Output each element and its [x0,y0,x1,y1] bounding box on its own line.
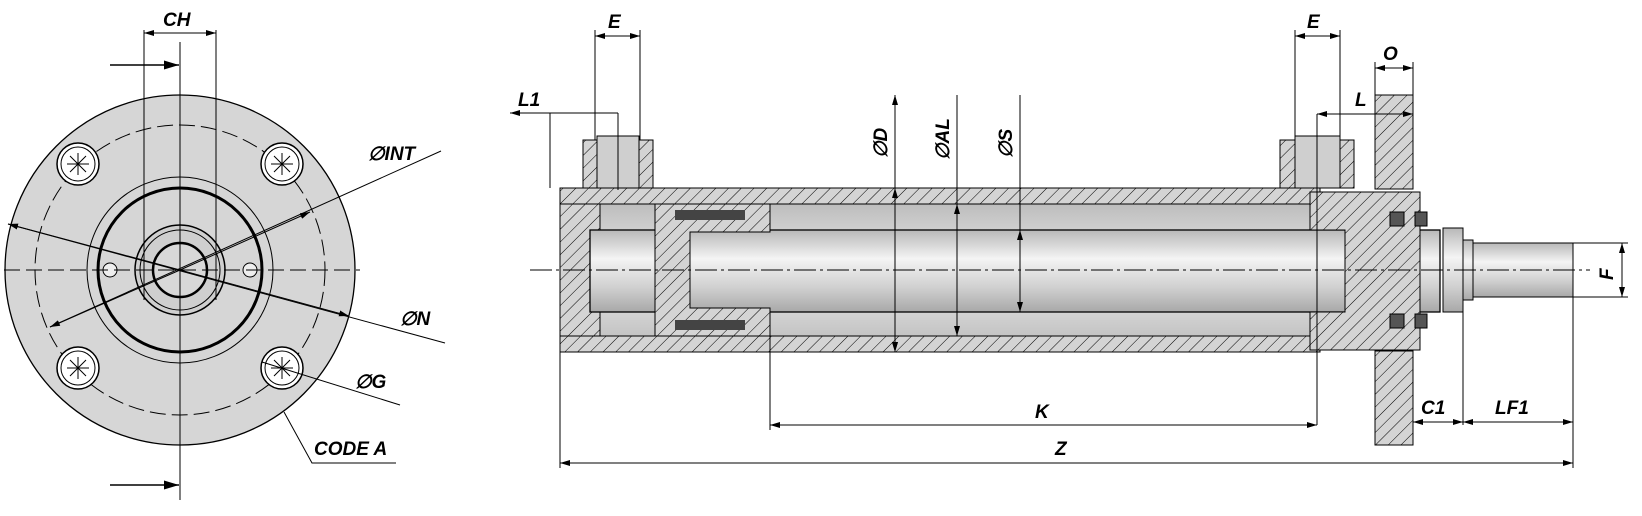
piston-rod [589,229,1441,313]
int-dimension [49,150,442,328]
label-c1: C1 [1421,398,1445,419]
g-dimension [261,361,401,406]
label-e-rear: E [608,12,622,33]
label-code-a: CODE A [314,439,387,460]
label-z: Z [1054,439,1068,460]
tube-wall-top [559,187,1321,205]
label-g: ∅G [355,372,387,393]
label-s: ∅S [996,128,1017,158]
front-head [1309,191,1421,351]
label-n: ∅N [400,309,432,330]
label-e-front: E [1307,12,1321,33]
label-int: ∅INT [368,144,417,165]
piston [654,203,771,337]
bolt-hole [56,346,100,390]
label-l: L [1355,90,1367,111]
flange-top [1374,94,1414,190]
label-k: K [1035,402,1050,423]
tube-wall-bottom [559,335,1321,353]
label-f: F [1597,267,1618,280]
flange-bottom [1374,350,1414,446]
label-lf1: LF1 [1495,398,1529,419]
bolt-hole [260,142,304,186]
label-o: O [1383,44,1398,65]
code-a-leader [283,411,396,464]
label-ch: CH [163,10,192,31]
bolt-holes [56,142,304,390]
label-l1: L1 [518,90,540,111]
label-al: ∅AL [933,118,954,160]
side-view: E E O L1 L ∅D ∅AL ∅S F K C1 LF1 Z [510,12,1628,468]
bolt-hole [56,142,100,186]
label-d: ∅D [871,127,892,158]
end-view: CH ∅INT ∅N ∅G CODE A [4,10,446,500]
